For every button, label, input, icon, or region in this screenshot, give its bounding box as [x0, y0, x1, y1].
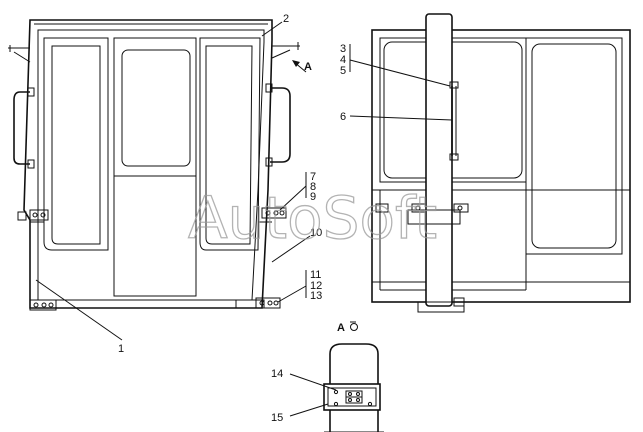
mid-mount-bolts-left — [17, 209, 49, 221]
cab-inner-frame — [37, 29, 265, 301]
callout-4: 4 — [340, 54, 346, 66]
callout-6: 6 — [340, 111, 346, 123]
callout-13: 13 — [310, 290, 322, 302]
callout-2: 2 — [283, 13, 289, 25]
side-column — [425, 13, 453, 307]
front-windshield-frame — [113, 37, 197, 297]
mid-mount-bolts-right — [261, 207, 287, 219]
detail-view-label: A — [337, 322, 345, 334]
cab-base-rail — [29, 299, 265, 309]
watermark: AutoSoft — [188, 184, 437, 252]
side-rear-window — [383, 41, 523, 179]
callout-3: 3 — [340, 43, 346, 55]
roof-bracket-left — [8, 45, 31, 63]
callouts: 1 2 3 4 5 6 7 8 9 10 11 12 13 14 15 — [35, 13, 453, 424]
view-arrow-label: A — [304, 61, 312, 73]
cab-outer-frame — [23, 19, 273, 309]
rotation-symbol — [350, 323, 358, 331]
side-outer-frame — [371, 29, 631, 303]
callout-7: 7 — [310, 171, 316, 183]
left-handrail — [13, 91, 30, 165]
callout-12: 12 — [310, 280, 322, 292]
callout-14: 14 — [271, 368, 283, 380]
bottom-mount-bolts-right — [255, 297, 281, 309]
detail-view-a: A — [323, 321, 384, 432]
right-door-window — [199, 37, 261, 251]
callout-5: 5 — [340, 65, 346, 77]
callout-11: 11 — [310, 269, 321, 281]
roof-bracket-right — [271, 42, 300, 59]
front-view — [8, 19, 300, 311]
column-foot — [417, 301, 465, 313]
side-mid-bolt — [375, 203, 389, 213]
callout-10: 10 — [310, 227, 322, 239]
callout-1: 1 — [118, 343, 124, 355]
left-door-window — [43, 37, 109, 251]
bottom-mount-bolts-left — [29, 299, 57, 311]
column-clamp — [407, 209, 461, 225]
right-handrail — [270, 87, 291, 163]
callout-9: 9 — [310, 191, 316, 203]
callout-8: 8 — [310, 181, 316, 193]
side-view — [371, 13, 631, 313]
callout-15: 15 — [271, 412, 283, 424]
detail-post — [329, 343, 379, 432]
side-door-window — [531, 43, 617, 249]
view-arrow-a: A — [292, 60, 312, 73]
windshield-glass — [121, 49, 191, 167]
